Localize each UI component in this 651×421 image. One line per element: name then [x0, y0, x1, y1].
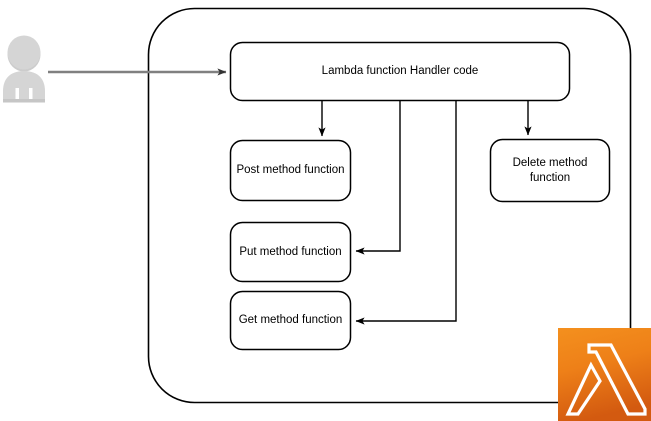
- lambda-service-boundary: [147, 7, 632, 404]
- node-get[interactable]: [230, 291, 351, 350]
- edge-handler-to-put: [355, 101, 401, 255]
- node-handler[interactable]: [230, 42, 570, 101]
- node-handler-box[interactable]: [229, 41, 571, 102]
- node-put-box[interactable]: [229, 221, 352, 283]
- user-actor[interactable]: [2, 34, 48, 104]
- aws-lambda-logo: [558, 328, 651, 421]
- person-icon: [3, 35, 45, 103]
- node-get-box[interactable]: [229, 290, 352, 351]
- node-delete[interactable]: [490, 139, 610, 202]
- node-post-box[interactable]: [229, 139, 352, 202]
- aws-lambda-logo-hit[interactable]: [558, 328, 651, 421]
- lambda-icon: [565, 343, 647, 416]
- node-post[interactable]: [230, 140, 351, 201]
- node-delete-box[interactable]: [489, 138, 611, 203]
- edge-handler-to-get: [355, 101, 457, 325]
- node-put[interactable]: [230, 222, 351, 282]
